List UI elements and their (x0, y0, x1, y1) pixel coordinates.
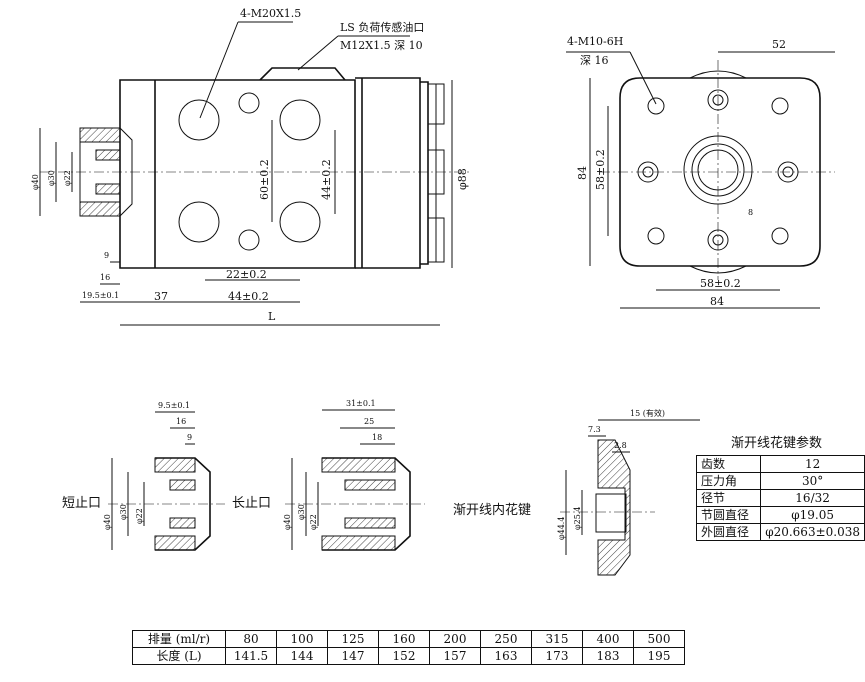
length-cell: 152 (378, 647, 430, 665)
spline-dim-7-3: 7.3 (588, 425, 601, 434)
dim-22: 22±0.2 (226, 268, 267, 281)
spline-dim-44-4: φ44.4 (557, 517, 566, 540)
dim-58-horizontal: 58±0.2 (700, 277, 741, 290)
length-cell: 173 (531, 647, 583, 665)
short-pilot-detail: 短止口 9.5±0.1 16 9 φ40 φ30 φ22 (62, 401, 225, 551)
long-dim-25: 25 (364, 417, 374, 426)
long-pilot-label: 长止口 (232, 496, 271, 511)
long-dim-22: φ22 (309, 514, 318, 530)
spline-label: 渐开线内花键 (453, 502, 531, 518)
long-dim-40: φ40 (283, 514, 292, 530)
long-dim-31: 31±0.1 (346, 399, 376, 408)
displacement-row-label: 排量 (ml/r) (132, 630, 226, 648)
port-thread-label: 4-M20X1.5 (240, 7, 301, 20)
spline-dim-25-4: φ25.4 (573, 507, 582, 530)
spline-param-value: 12 (760, 455, 865, 473)
side-depth-label: 深 16 (580, 54, 609, 67)
length-cell: 141.5 (225, 647, 277, 665)
spline-detail: 渐开线内花键 15 (有效) 7.3 2.8 φ44.4 φ25.4 (453, 408, 700, 576)
side-view: 4-M10-6H 深 16 52 84 58±0.2 8 58±0.2 84 (566, 35, 835, 309)
short-dim-40: φ40 (103, 514, 112, 530)
spline-param-value: 16/32 (760, 489, 865, 507)
short-dim-16: 16 (176, 417, 186, 426)
dim-44-horizontal: 44±0.2 (228, 290, 269, 303)
dim-58-vertical: 58±0.2 (594, 149, 607, 190)
long-dim-30: φ30 (297, 504, 306, 520)
short-dim-9: 9 (187, 433, 192, 442)
dim-16: 16 (100, 273, 110, 282)
dim-44-vertical: 44±0.2 (320, 159, 333, 200)
dim-L: L (268, 310, 276, 323)
displacement-cell: 315 (531, 630, 583, 648)
length-cell: 183 (582, 647, 634, 665)
displacement-cell: 80 (225, 630, 277, 648)
dim-37: 37 (154, 290, 168, 303)
length-cell: 163 (480, 647, 532, 665)
dim-8: 8 (748, 208, 753, 217)
spline-param-value: φ20.663±0.038 (760, 523, 865, 541)
spline-param-key: 齿数 (695, 455, 762, 473)
length-cell: 144 (276, 647, 328, 665)
spline-param-value: φ19.05 (760, 506, 865, 524)
short-pilot-label: 短止口 (62, 496, 101, 511)
short-dim-9-5: 9.5±0.1 (158, 401, 190, 410)
displacement-cell: 200 (429, 630, 481, 648)
ls-port-label: LS 负荷传感油口 (340, 20, 424, 34)
short-dim-22: φ22 (135, 508, 144, 524)
spline-dim-2-8: 2.8 (614, 441, 627, 450)
dim-52: 52 (772, 38, 786, 51)
side-thread-label: 4-M10-6H (567, 35, 623, 48)
length-cell: 157 (429, 647, 481, 665)
dim-9: 9 (104, 251, 109, 260)
displacement-cell: 400 (582, 630, 634, 648)
displacement-cell: 500 (633, 630, 685, 648)
spline-params-title: 渐开线花键参数 (731, 436, 823, 451)
displacement-cell: 250 (480, 630, 532, 648)
spline-param-key: 径节 (695, 489, 762, 507)
long-pilot-detail: 长止口 31±0.1 25 18 φ40 φ30 φ22 (232, 399, 425, 551)
dim-22-diameter: φ22 (63, 170, 72, 186)
spline-param-key: 外圆直径 (695, 523, 762, 541)
spline-param-value: 30° (760, 472, 865, 490)
length-row-label: 长度 (L) (132, 647, 226, 665)
spline-param-key: 压力角 (695, 472, 762, 490)
short-dim-30: φ30 (119, 504, 128, 520)
dim-88: φ88 (456, 168, 469, 190)
ls-thread-label: M12X1.5 深 10 (340, 39, 423, 52)
dim-19-5: 19.5±0.1 (82, 291, 119, 300)
length-cell: 195 (633, 647, 685, 665)
dim-60: 60±0.2 (258, 159, 271, 200)
dim-84-vertical: 84 (576, 166, 589, 180)
long-dim-18: 18 (372, 433, 382, 442)
main-view: 4-M20X1.5 LS 负荷传感油口 M12X1.5 深 10 60±0.2 … (31, 7, 470, 326)
spline-param-key: 节圆直径 (695, 506, 762, 524)
dim-30: φ30 (47, 170, 56, 186)
spline-dim-15: 15 (有效) (630, 408, 665, 418)
dim-40: φ40 (31, 174, 40, 190)
displacement-cell: 100 (276, 630, 328, 648)
displacement-cell: 125 (327, 630, 379, 648)
length-cell: 147 (327, 647, 379, 665)
dim-84-horizontal: 84 (710, 295, 724, 308)
displacement-cell: 160 (378, 630, 430, 648)
